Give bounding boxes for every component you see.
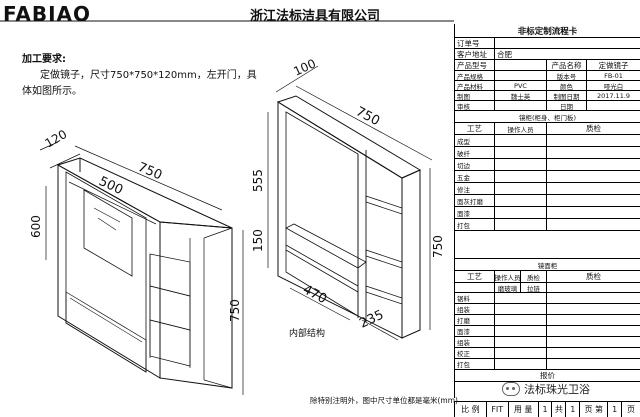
review-label: 审核 — [455, 101, 495, 111]
version-label: 版本号 — [547, 71, 587, 81]
order-no-label: 订单号 — [455, 38, 495, 49]
name-label: 产品名称 — [547, 60, 587, 71]
review-date-label: 日期 — [547, 101, 587, 111]
cabinet-step: 五金 — [455, 171, 495, 183]
frame-operator-header: 操作人员 — [495, 271, 521, 283]
watermark-text: 法标珠光卫浴 — [524, 383, 590, 396]
spec-value — [495, 71, 547, 81]
frame-step: 打包 — [455, 359, 495, 370]
material-value: PVC — [495, 81, 547, 91]
color-value: 哑光白 — [587, 81, 640, 91]
right-dim-height: 750 — [431, 235, 445, 258]
left-dim-door-height: 600 — [29, 215, 43, 238]
qty-value: 1 — [539, 402, 553, 417]
frame-step: 组装 — [455, 304, 495, 315]
page-suffix: 页 — [627, 405, 636, 414]
total-label: 共 — [552, 402, 567, 417]
frame-step: 校正 — [455, 348, 495, 359]
technical-drawings: 120 750 500 600 750 — [0, 20, 454, 395]
order-no-value — [495, 38, 640, 49]
ratio-label: 比 例 — [455, 402, 487, 417]
requirements-title: 加工要求: — [22, 54, 66, 65]
cabinet-step: 面漆 — [455, 207, 495, 219]
frame-quality-header: 质检 — [547, 271, 640, 283]
company-logo: FABIAO — [3, 2, 92, 26]
wechat-icon — [502, 382, 520, 396]
cabinet-section-title: 镜柜(柜身、柜门板) — [455, 111, 640, 123]
color-label: 颜色 — [547, 81, 587, 91]
operator-header: 操作人员 — [495, 123, 547, 135]
right-dim-width: 750 — [353, 104, 382, 129]
interior-structure-label: 内部结构 — [289, 329, 326, 339]
left-dim-width: 750 — [135, 160, 164, 184]
model-value — [495, 60, 547, 71]
page-value: 1 — [608, 402, 623, 417]
review-value — [495, 101, 547, 111]
frame-section-title: 镜面柜 — [455, 259, 640, 271]
requirements-block: 加工要求: 定做镜子，尺寸750*750*120mm，左开门，具体如图所示。 — [22, 52, 257, 100]
maker-value: 魏士英 — [495, 91, 547, 101]
cabinet-step: 修注 — [455, 183, 495, 195]
watermark: 法标珠光卫浴 — [502, 381, 590, 397]
quote-label: 报价 — [455, 370, 640, 382]
cabinet-step: 破纤 — [455, 147, 495, 159]
right-dim-bottom-width: 470 — [300, 282, 329, 307]
qty-label: 用 量 — [509, 402, 539, 417]
date-value: 2017.11.9 — [587, 91, 640, 101]
card-title: 非标定制流程卡 — [455, 24, 640, 38]
total-value: 1 — [566, 402, 581, 417]
craft-header: 工艺 — [455, 123, 495, 135]
model-label: 产品型号 — [455, 60, 495, 71]
frame-assembly-label: 拉链 — [521, 283, 547, 293]
customer-label: 客户地址 — [455, 49, 495, 60]
frame-glass-label: 磨玻璃 — [495, 283, 521, 293]
cabinet-step: 切边 — [455, 159, 495, 171]
date-label: 制图日期 — [547, 91, 587, 101]
material-label: 产品材料 — [455, 81, 495, 91]
right-dim-depth: 100 — [291, 56, 318, 78]
unit-note: 除特别注明外，图中尺寸单位都是毫米(mm) — [310, 396, 458, 405]
frame-step: 组装 — [455, 337, 495, 348]
left-dim-height: 750 — [228, 299, 242, 322]
cabinet-step: 成型 — [455, 135, 495, 147]
name-value: 定做镜子 — [587, 60, 640, 71]
frame-step: 锯料 — [455, 293, 495, 304]
version-value: FB-01 — [587, 71, 640, 81]
cabinet-step: 面灰打磨 — [455, 195, 495, 207]
process-card: 非标定制流程卡 订单号 客户地址 合肥 产品型号 产品名称 定做镜子 产品规格 … — [454, 24, 640, 398]
cabinet-step: 打包 — [455, 219, 495, 231]
right-dim-upper: 555 — [251, 169, 265, 192]
maker-label: 制图 — [455, 91, 495, 101]
requirements-text: 定做镜子，尺寸750*750*120mm，左开门，具体如图所示。 — [22, 70, 257, 97]
right-dim-lower: 150 — [251, 229, 265, 252]
page-label: 页 第 — [580, 402, 609, 417]
ratio-value: FIT — [487, 402, 509, 417]
customer-value: 合肥 — [495, 49, 640, 60]
quality-header: 质检 — [547, 123, 640, 135]
left-dim-depth: 120 — [43, 127, 70, 151]
frame-craft-header: 工艺 — [455, 271, 495, 283]
review-date-value — [587, 101, 640, 111]
company-name: 浙江法标洁具有限公司 — [250, 9, 381, 24]
spec-label: 产品规格 — [455, 71, 495, 81]
frame-qc-header: 质检 — [521, 271, 547, 283]
frame-step: 打磨 — [455, 315, 495, 326]
card-footer: 比 例 FIT 用 量 1 共 1 页 第 1 页 — [454, 401, 640, 417]
frame-step: 面漆 — [455, 326, 495, 337]
